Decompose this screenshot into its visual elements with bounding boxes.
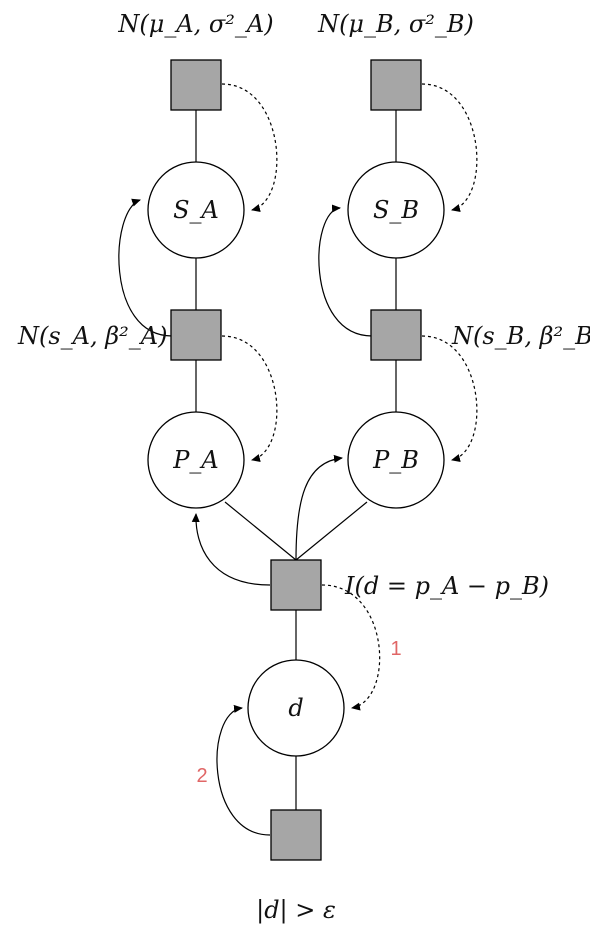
message-perf-factor-b-to-skill-b bbox=[318, 204, 373, 337]
label-factor-prior-a: N(μ_A, σ²_A) bbox=[117, 10, 273, 38]
factor-perf-b bbox=[370, 309, 422, 361]
step-label-1: 1 bbox=[390, 638, 401, 660]
variable-skill-a bbox=[147, 161, 245, 259]
label-perf-b: P_B bbox=[372, 446, 419, 474]
factor-diff bbox=[270, 559, 322, 611]
edge-perf-a-diff-factor bbox=[224, 501, 297, 561]
message-perf-factor-a-to-perf-a bbox=[221, 335, 278, 462]
variable-perf-a bbox=[147, 411, 245, 509]
step-label-2: 2 bbox=[196, 765, 207, 787]
factor-perf-a bbox=[170, 309, 222, 361]
message-perf-factor-b-to-perf-b bbox=[421, 335, 478, 462]
label-diff: d bbox=[288, 694, 303, 722]
factor-truncation bbox=[270, 809, 322, 861]
variable-skill-b bbox=[347, 161, 445, 259]
label-factor-diff: I(d = p_A − p_B) bbox=[344, 572, 549, 600]
message-truncation-to-d bbox=[216, 704, 271, 836]
factor-prior-b bbox=[370, 59, 422, 111]
edge-perf-b-diff-factor bbox=[295, 501, 368, 561]
variable-diff bbox=[247, 659, 345, 757]
factor-prior-a bbox=[170, 59, 222, 111]
label-skill-b: S_B bbox=[373, 196, 419, 224]
label-factor-perf-b: N(s_B, β²_B) bbox=[451, 322, 590, 350]
message-diff-factor-to-perf-a bbox=[191, 513, 271, 586]
label-factor-prior-b: N(μ_B, σ²_B) bbox=[317, 10, 474, 38]
message-perf-factor-a-to-skill-a bbox=[118, 198, 173, 337]
variable-perf-b bbox=[347, 411, 445, 509]
label-factor-perf-a: N(s_A, β²_A) bbox=[17, 322, 167, 350]
label-factor-truncation: |d| > ε bbox=[256, 896, 336, 925]
message-diff-factor-to-perf-b bbox=[295, 454, 343, 561]
label-skill-a: S_A bbox=[173, 196, 219, 224]
label-perf-a: P_A bbox=[172, 446, 218, 474]
